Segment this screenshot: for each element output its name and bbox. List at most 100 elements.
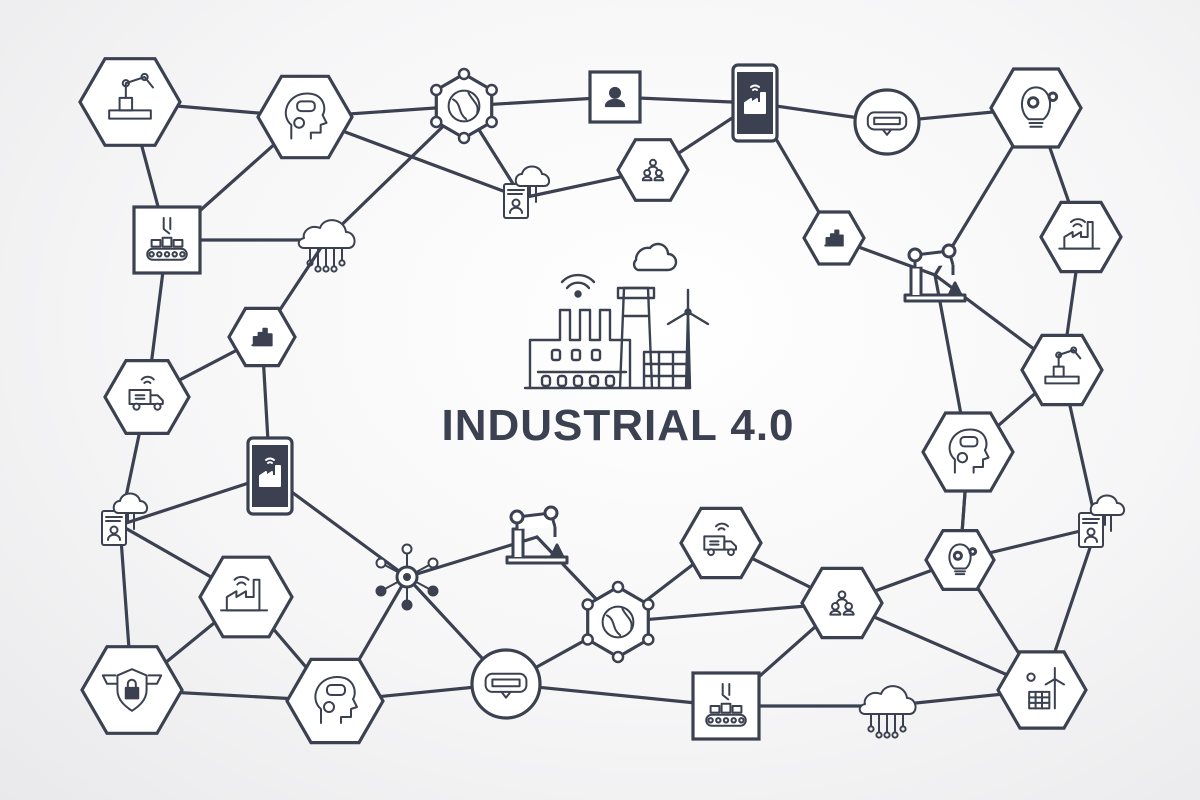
- conveyor-robot-icon: [146, 217, 188, 261]
- hexagon-frame: [434, 72, 494, 140]
- network-node-dot: [611, 650, 625, 664]
- ai-head-hex-top: [256, 74, 354, 160]
- document-cloud-right: [1078, 494, 1125, 548]
- smartphone-factory-icon: [744, 84, 766, 114]
- cloud-network-bottom: [858, 685, 917, 739]
- team-icon: [641, 158, 665, 182]
- hexagon-frame: [586, 585, 650, 659]
- smartphone-factory-icon: [259, 457, 281, 487]
- network-node-dot: [430, 83, 443, 97]
- network-nodes: [78, 57, 1125, 745]
- user-icon: [604, 86, 626, 108]
- robot-arm-icon: [505, 505, 569, 565]
- network-node-dot: [581, 633, 594, 646]
- network-node-dot: [457, 131, 471, 145]
- hexagon-frame: [679, 506, 763, 580]
- hub-branch-dot: [375, 557, 387, 569]
- ai-head-icon: [948, 428, 990, 474]
- circle-frame: [853, 88, 921, 156]
- cloud-network-icon: [297, 219, 356, 273]
- industrial-factory-icon: [523, 242, 710, 390]
- hub-network-center: [375, 543, 439, 611]
- network-node-dot: [611, 580, 625, 594]
- idea-gears-hex-right: [924, 528, 996, 592]
- factory-hex-right: [1039, 200, 1123, 274]
- factory-hex-left: [198, 555, 294, 639]
- ai-head-icon: [284, 92, 328, 140]
- team-hex-bottom: [800, 566, 884, 640]
- connection-line: [118, 474, 272, 527]
- phone-factory-left: [246, 436, 294, 516]
- network-node-dot: [581, 598, 594, 611]
- connection-line: [324, 104, 466, 242]
- network-node-dot: [430, 115, 443, 129]
- bar-chart-icon: [251, 327, 273, 347]
- hexagon-frame: [800, 566, 884, 640]
- hub-branch-dot: [427, 557, 439, 569]
- hub-branch-dot: [375, 585, 387, 597]
- lightbulb-gears-icon: [1020, 86, 1059, 128]
- idea-gears-hex-top-right: [989, 67, 1083, 149]
- conveyor-square-bottom: [691, 671, 761, 741]
- delivery-truck-icon: [128, 375, 164, 411]
- hexagon-frame: [616, 138, 690, 202]
- document-cloud-left: [101, 492, 148, 546]
- network-node-dot: [457, 67, 471, 81]
- connection-line: [504, 682, 728, 708]
- lightbulb-gears-icon: [948, 543, 978, 576]
- hub-branch-dot: [427, 585, 439, 597]
- network-node-dot: [642, 598, 655, 611]
- robot-arm-right: [903, 243, 967, 303]
- hub-dot: [403, 573, 411, 581]
- robot-arm-icon: [108, 72, 154, 120]
- ai-head-hex-bottom: [285, 657, 385, 745]
- security-lock-icon: [101, 668, 163, 712]
- hexagon-frame: [256, 74, 354, 160]
- team-icon: [829, 590, 855, 616]
- truck-hex-bottom: [679, 506, 763, 580]
- square-frame: [691, 671, 761, 741]
- hexagon-frame: [996, 650, 1088, 730]
- cloud-network-icon: [858, 685, 917, 739]
- team-hex-top: [616, 138, 690, 202]
- hexagon-frame: [1020, 333, 1104, 407]
- ai-head-icon: [314, 676, 358, 724]
- hexagon-frame: [78, 57, 182, 147]
- smart-factory-icon: [1058, 218, 1101, 250]
- vr-circle-bottom: [470, 648, 542, 720]
- bar-chart-icon: [824, 229, 844, 247]
- page-title: INDUSTRIAL 4.0: [441, 401, 794, 450]
- network-node-dot: [485, 115, 498, 129]
- ai-head-hex-right: [921, 411, 1015, 493]
- hexagon-frame: [103, 359, 191, 435]
- globe-network-top: [430, 67, 498, 145]
- globe-network-bottom: [581, 580, 655, 664]
- globe-network-icon: [601, 605, 635, 639]
- hub-branch-dot: [401, 599, 413, 611]
- delivery-truck-icon: [703, 522, 737, 557]
- network-node-dot: [642, 633, 655, 646]
- solar-wind-icon: [1026, 667, 1065, 710]
- square-frame: [132, 205, 202, 275]
- robot-arm-icon: [1044, 346, 1082, 385]
- vr-headset-icon: [866, 111, 908, 136]
- wifi-icon: [560, 273, 596, 298]
- network-node-dot: [485, 83, 498, 97]
- circle-frame: [470, 648, 542, 720]
- smart-factory-icon: [220, 575, 269, 612]
- document-cloud-icon: [101, 492, 148, 546]
- vr-headset-icon: [484, 672, 528, 699]
- chart-hex-left: [227, 306, 297, 368]
- renewable-hex-bottom-right: [996, 650, 1088, 730]
- document-cloud-icon: [1078, 494, 1125, 548]
- chart-hex-right: [802, 210, 866, 266]
- lock-hex-bottom-left: [80, 645, 184, 735]
- conveyor-square-left: [132, 205, 202, 275]
- vr-circle-top: [853, 88, 921, 156]
- document-cloud-icon: [503, 165, 550, 219]
- cloud-network-left: [297, 219, 356, 273]
- cloud-icon: [632, 242, 678, 272]
- globe-network-icon: [447, 89, 481, 123]
- hexagon-frame: [921, 411, 1015, 493]
